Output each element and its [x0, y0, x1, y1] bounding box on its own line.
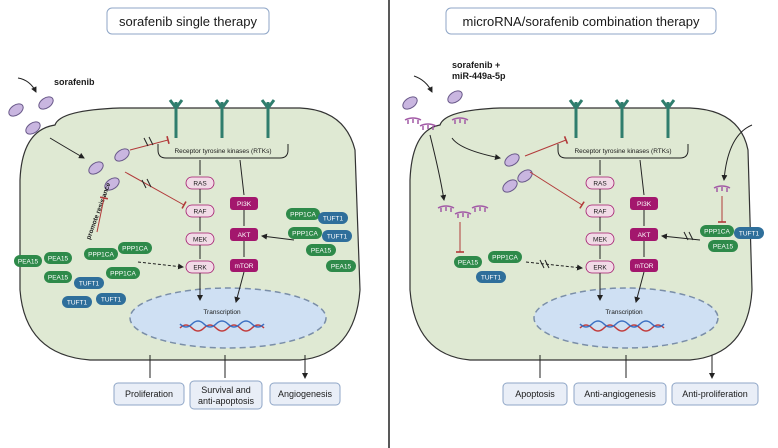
- drug-pill: [88, 161, 104, 175]
- svg-text:TUFT1: TUFT1: [739, 231, 760, 238]
- right-transcription: Transcription: [605, 309, 643, 316]
- left-panel: sorafenib single therapy Transcription s…: [8, 7, 361, 410]
- left-dna: [179, 324, 265, 332]
- svg-text:MEK: MEK: [593, 237, 608, 244]
- svg-text:PEA15: PEA15: [458, 260, 479, 267]
- svg-text:RAF: RAF: [194, 209, 207, 216]
- svg-text:PI3K: PI3K: [637, 201, 652, 208]
- left-mapk: RAS RAF MEK ERK: [185, 160, 215, 300]
- svg-text:PEA15: PEA15: [18, 259, 39, 266]
- right-receptors: [568, 99, 676, 138]
- svg-text:PPP1CA: PPP1CA: [292, 231, 318, 238]
- outcome-proliferation: [113, 382, 185, 406]
- svg-text:Angiogenesis: Angiogenesis: [278, 389, 333, 399]
- svg-text:TUFT1: TUFT1: [481, 275, 502, 282]
- drug-pill: [114, 148, 130, 162]
- svg-text:RAF: RAF: [594, 209, 607, 216]
- svg-text:ERK: ERK: [193, 265, 207, 272]
- drug-pill: [104, 177, 120, 191]
- mirna-glyphs: [404, 117, 731, 218]
- outcome-anti-angiogenesis: [573, 382, 667, 406]
- outcome-apoptosis: [502, 382, 568, 406]
- svg-text:PEA15: PEA15: [48, 275, 69, 282]
- left-receptors: [168, 99, 276, 138]
- right-drug-l2: miR-449a-5p: [452, 71, 506, 81]
- outcome-angiogenesis: [269, 382, 341, 406]
- outcome-anti-proliferation: [671, 382, 759, 406]
- left-transcription: Transcription: [203, 309, 241, 316]
- svg-text:PPP1CA: PPP1CA: [122, 246, 148, 253]
- svg-text:RAS: RAS: [193, 181, 207, 188]
- svg-text:TUFT1: TUFT1: [101, 297, 122, 304]
- svg-text:PEA15: PEA15: [713, 244, 734, 251]
- svg-text:PPP1CA: PPP1CA: [704, 229, 730, 236]
- svg-text:TUFT1: TUFT1: [79, 281, 100, 288]
- svg-text:PEA15: PEA15: [331, 264, 352, 271]
- svg-text:Anti-angiogenesis: Anti-angiogenesis: [584, 389, 656, 399]
- left-pi3k: PI3K AKT mTOR: [230, 159, 258, 302]
- left-title-box: [106, 7, 270, 35]
- right-pi3k: PI3K AKT mTOR: [630, 159, 658, 302]
- right-cluster-left: PEA15 PPP1CA TUFT1: [454, 251, 583, 283]
- svg-text:AKT: AKT: [238, 232, 251, 239]
- right-panel: microRNA/sorafenib combination therapy T…: [402, 7, 764, 406]
- svg-text:PPP1CA: PPP1CA: [492, 255, 518, 262]
- left-rtk-label: Receptor tyrosine kinases (RTKs): [174, 148, 271, 155]
- svg-text:AKT: AKT: [638, 232, 651, 239]
- svg-text:PPP1CA: PPP1CA: [290, 212, 316, 219]
- svg-text:TUFT1: TUFT1: [67, 300, 88, 307]
- left-cluster: PEA15 PEA15 PPP1CA PPP1CA PEA15 TUFT1 PP…: [14, 242, 184, 308]
- svg-text:MEK: MEK: [193, 237, 208, 244]
- right-drug-l1: sorafenib +: [452, 60, 500, 70]
- drug-pill: [25, 121, 41, 135]
- svg-text:mTOR: mTOR: [234, 263, 253, 270]
- svg-text:Anti-proliferation: Anti-proliferation: [682, 389, 748, 399]
- drug-pill: [8, 103, 24, 117]
- left-title: sorafenib single therapy: [119, 14, 258, 29]
- outcome-survival-l1: Survival and: [201, 385, 251, 395]
- right-nucleus: [533, 287, 719, 349]
- svg-text:RAS: RAS: [593, 181, 607, 188]
- svg-text:Proliferation: Proliferation: [125, 389, 173, 399]
- right-title-box: [445, 7, 717, 35]
- drug-pill: [38, 96, 54, 110]
- svg-text:PPP1CA: PPP1CA: [110, 271, 136, 278]
- svg-text:PI3K: PI3K: [237, 201, 252, 208]
- svg-text:Apoptosis: Apoptosis: [515, 389, 555, 399]
- svg-text:PEA15: PEA15: [311, 248, 332, 255]
- outcome-survival: [189, 380, 263, 410]
- svg-text:mTOR: mTOR: [634, 263, 653, 270]
- right-mapk: RAS RAF MEK ERK: [585, 160, 615, 300]
- left-drug-label: sorafenib: [54, 77, 95, 87]
- left-nucleus: [129, 287, 327, 349]
- right-title: microRNA/sorafenib combination therapy: [463, 14, 700, 29]
- right-rtk-label: Receptor tyrosine kinases (RTKs): [574, 148, 671, 155]
- svg-text:PEA15: PEA15: [48, 256, 69, 263]
- svg-text:PPP1CA: PPP1CA: [88, 252, 114, 259]
- outcome-survival-l2: anti-apoptosis: [198, 396, 255, 406]
- left-cluster-right: PPP1CA TUFT1 PPP1CA TUFT1 PEA15 PEA15: [261, 208, 356, 272]
- right-cluster-right: PPP1CA TUFT1 PEA15: [661, 225, 764, 252]
- svg-text:TUFT1: TUFT1: [327, 234, 348, 241]
- svg-text:ERK: ERK: [593, 265, 607, 272]
- svg-text:TUFT1: TUFT1: [323, 216, 344, 223]
